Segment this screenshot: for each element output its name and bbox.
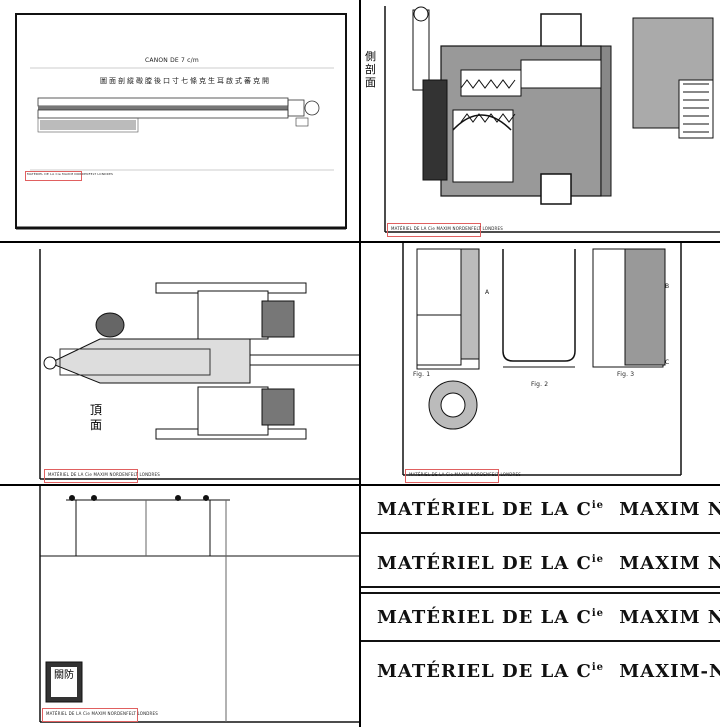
letter-b: B xyxy=(665,283,670,290)
stamp-line-4-post: MAXIM-NORDENFELT LONDRES. xyxy=(619,660,720,682)
panel-top-view: 頂面 MATÉRIEL DE LA Cie MAXIM NORDENFELT L… xyxy=(0,243,359,484)
panel1-stamp-box xyxy=(25,171,82,181)
panel-breech-section: 側剖面 MATÉRIEL DE LA Cie MAXIM NORDENFELT … xyxy=(361,0,720,241)
plan-view-drawing xyxy=(39,486,359,723)
breech-section-drawing xyxy=(384,6,720,233)
panel-plan-view: 關防 MATÉRIEL DE LA Cie MAXIM NORDENFELT L… xyxy=(0,486,359,727)
panel3-stamp: MATÉRIEL DE LA Cie MAXIM NORDENFELT LOND… xyxy=(48,472,161,477)
fig1-label: Fig. 1 xyxy=(413,371,431,378)
panel2-stamp-box xyxy=(387,223,481,237)
seal-text: 關防 xyxy=(54,670,74,681)
separator-col xyxy=(359,0,361,727)
stamp-line-2: MATÉRIEL DE LA Cie MAXIM NORDENFELT. LON… xyxy=(361,540,720,588)
panel-ammo-figures: Fig. 1 Fig. 2 Fig. 3 A B C MATÉRIEL DE L… xyxy=(361,243,720,484)
panel1-title: CANON DE 7 c/m xyxy=(145,57,199,64)
stamp-line-3: MATÉRIEL DE LA Cie MAXIM NORDENFELT LOND… xyxy=(361,592,720,642)
stamp-line-4-sup: ie xyxy=(591,661,605,673)
panel4-stamp-box xyxy=(405,469,499,483)
panel-stamp-lines: MATÉRIEL DE LA Cie MAXIM NORDENFELT LOND… xyxy=(361,486,720,727)
top-view-drawing xyxy=(39,249,359,480)
letter-c: C xyxy=(665,359,670,366)
panel4-stamp: MATÉRIEL DE LA Cie MAXIM NORDENFELT LOND… xyxy=(409,472,522,477)
stamp-line-1-pre: MATÉRIEL DE LA C xyxy=(377,498,592,520)
stamp-line-3-post: MAXIM NORDENFELT LONDRES xyxy=(619,606,720,628)
stamp-line-4: MATÉRIEL DE LA Cie MAXIM-NORDENFELT LOND… xyxy=(361,648,720,694)
stamp-line-2-sup: ie xyxy=(591,553,605,565)
letter-a: A xyxy=(485,289,490,296)
panel3-top-label: 頂面 xyxy=(90,403,103,432)
fig3-label: Fig. 3 xyxy=(617,371,635,378)
ammo-figures-drawing xyxy=(402,243,682,476)
panel2-stamp: MATÉRIEL DE LA Cie MAXIM NORDENFELT LOND… xyxy=(391,226,504,231)
stamp-line-3-pre: MATÉRIEL DE LA C xyxy=(377,606,592,628)
panel3-stamp-box xyxy=(44,469,138,483)
panel-gun-section: CANON DE 7 c/m 圖面剖縱礮膛後口寸七條克生耳啟式蕃克開 MATÉR… xyxy=(0,0,359,241)
panel5-stamp-box xyxy=(42,708,138,722)
stamp-line-4-pre: MATÉRIEL DE LA C xyxy=(377,660,592,682)
panel2-side-label: 側剖面 xyxy=(365,50,376,89)
stamp-line-1: MATÉRIEL DE LA Cie MAXIM NORDENFELT LOND… xyxy=(361,486,720,534)
panel5-stamp: MATÉRIEL DE LA Cie MAXIM NORDENFELT LOND… xyxy=(46,711,159,716)
stamp-line-1-sup: ie xyxy=(591,499,605,511)
panel1-chinese-title: 圖面剖縱礮膛後口寸七條克生耳啟式蕃克開 xyxy=(100,77,271,85)
stamp-line-2-post: MAXIM NORDENFELT. LONDRES xyxy=(619,552,720,574)
stamp-line-3-sup: ie xyxy=(591,607,605,619)
panel1-stamp: MATÉRIEL DE LA Cie MAXIM NORDENFELT LOND… xyxy=(27,172,114,176)
fig2-label: Fig. 2 xyxy=(531,381,549,388)
gun-section-drawing xyxy=(15,13,347,230)
stamp-line-2-pre: MATÉRIEL DE LA C xyxy=(377,552,592,574)
stamp-line-1-post: MAXIM NORDENFELT LONDRES xyxy=(619,498,720,520)
